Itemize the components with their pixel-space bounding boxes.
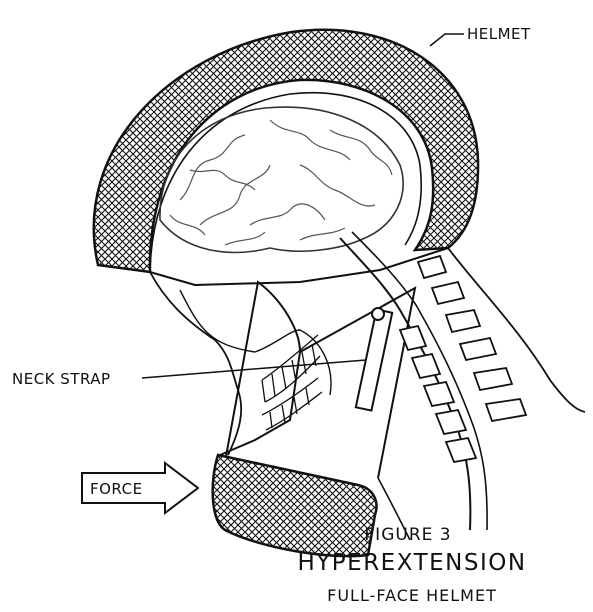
figure-number: FIGURE 3 [364,525,451,545]
chin-guard [213,455,377,556]
neck-strap-label: NECK STRAP [12,370,111,388]
neck-strap-leader-line [142,360,366,378]
helmet-label: HELMET [467,25,531,43]
helmet-leader-line [430,34,464,46]
teeth [262,335,322,430]
helmet-shell [94,30,478,272]
cervical-vertebrae [400,256,526,462]
neck-back-outline [448,248,585,412]
figure-title: HYPEREXTENSION [297,550,526,576]
face-profile [150,272,241,455]
force-label: FORCE [90,480,143,498]
strap-buckle [372,308,384,320]
chin-bar-side [300,288,415,478]
figure-subtitle: FULL-FACE HELMET [327,586,497,605]
